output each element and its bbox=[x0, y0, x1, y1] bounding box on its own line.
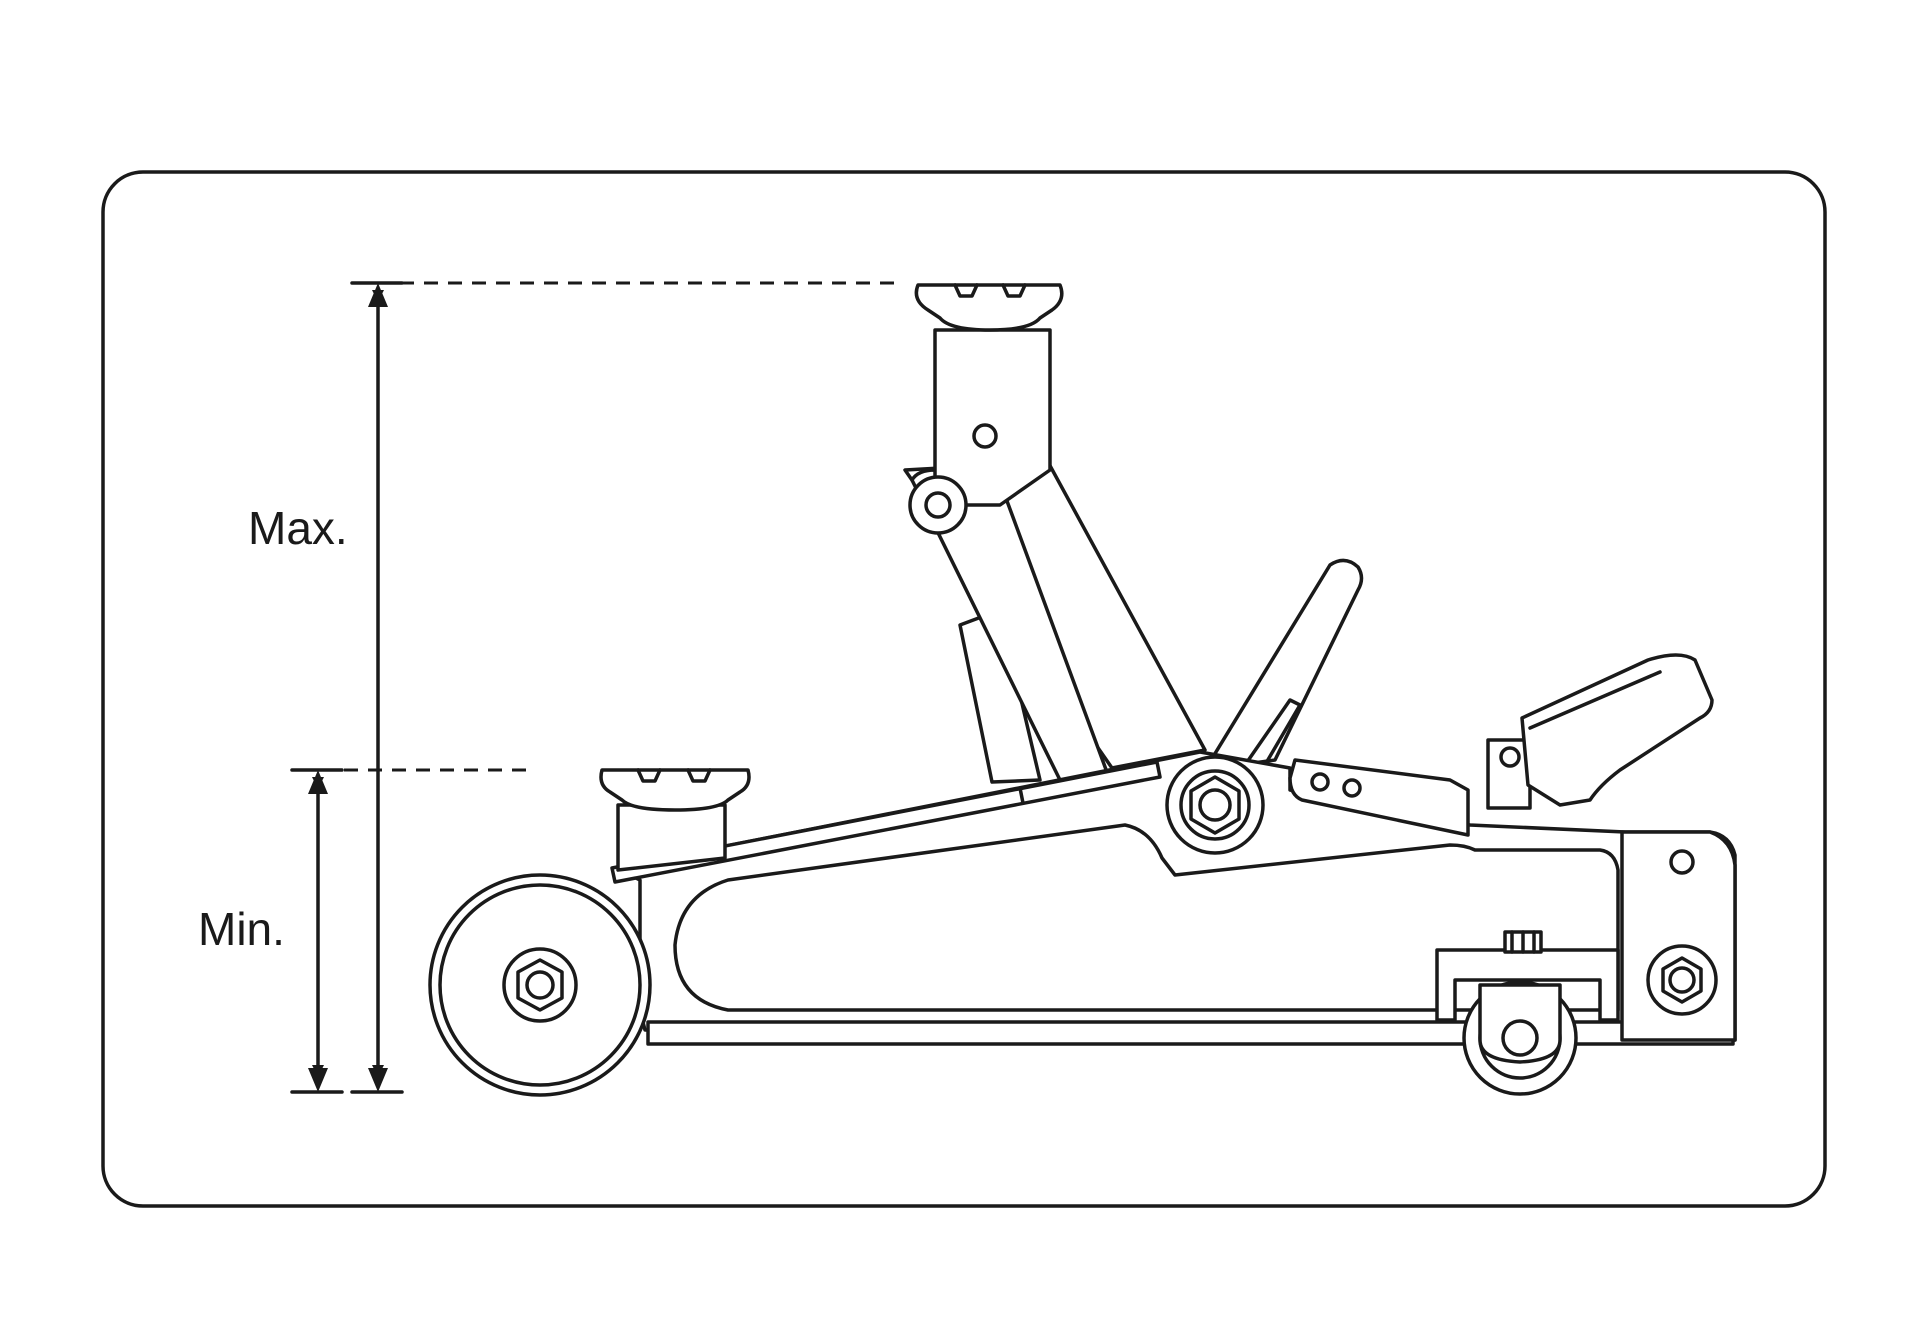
caster-axle bbox=[1501, 1019, 1539, 1057]
chassis-cutout bbox=[673, 823, 1620, 1012]
height-dimensions: Max. Min. bbox=[198, 281, 900, 1094]
raised-saddle bbox=[914, 283, 1064, 332]
min-label: Min. bbox=[198, 903, 285, 955]
main-pivot-bolt bbox=[1198, 788, 1232, 822]
pump-pedal bbox=[1520, 653, 1714, 807]
chassis-top-rail bbox=[610, 760, 1162, 884]
caster-bolt-thread bbox=[1510, 930, 1536, 954]
rear-axle-bolt bbox=[1668, 966, 1696, 994]
floor-jack-illustration bbox=[428, 283, 1737, 1097]
rear-post-pin bbox=[1669, 849, 1695, 875]
pump-bracket-hole-1 bbox=[1499, 746, 1521, 768]
pump-lever-plate bbox=[1288, 758, 1470, 837]
front-wheel-bolt bbox=[525, 970, 555, 1000]
arrow-down-icon bbox=[368, 1068, 388, 1092]
lowered-saddle-notch bbox=[636, 768, 712, 783]
lowered-saddle-column bbox=[616, 803, 727, 872]
lowered-saddle bbox=[599, 768, 751, 812]
saddle-column-pin bbox=[972, 423, 998, 449]
arrow-up-icon bbox=[368, 283, 388, 307]
raised-saddle-notch bbox=[953, 283, 1027, 298]
lever-hole-2 bbox=[1342, 778, 1362, 798]
handle-socket bbox=[1203, 558, 1364, 772]
raised-saddle-column bbox=[933, 328, 1052, 507]
arrow-up-icon bbox=[308, 770, 328, 794]
lever-hole-1 bbox=[1310, 772, 1330, 792]
diagram-frame bbox=[101, 170, 1827, 1208]
max-label: Max. bbox=[248, 502, 348, 554]
handle-socket-slot bbox=[1243, 698, 1302, 772]
chassis-rail-seam bbox=[1018, 786, 1025, 805]
arrow-down-icon bbox=[308, 1068, 328, 1092]
lift-link-arm bbox=[910, 468, 1110, 782]
upper-pivot-pin bbox=[924, 491, 952, 519]
caster-bracket bbox=[1435, 948, 1620, 1022]
pump-pedal-edge bbox=[1528, 670, 1662, 730]
